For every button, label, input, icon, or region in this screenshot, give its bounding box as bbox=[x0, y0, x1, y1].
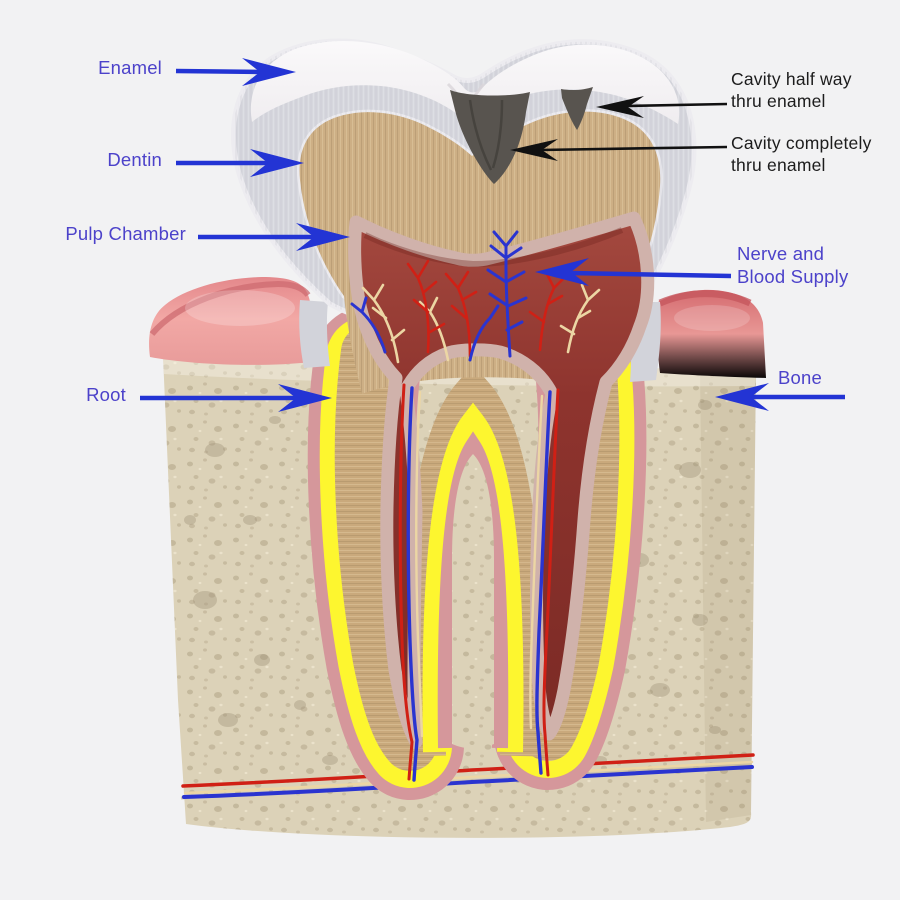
artery-branches bbox=[406, 259, 568, 358]
gum-right bbox=[656, 289, 766, 378]
arrow-pulp-chamber bbox=[198, 223, 350, 251]
callout-labels: Enamel Dentin Pulp Chamber Root Bone Ner… bbox=[65, 57, 871, 405]
cavity-small bbox=[561, 87, 593, 130]
label-enamel: Enamel bbox=[98, 57, 162, 78]
inter-root-arch bbox=[401, 364, 545, 757]
arrow-cavity-half bbox=[596, 96, 728, 118]
bone-side-shade bbox=[700, 368, 756, 822]
label-cavity-full-line2: thru enamel bbox=[731, 155, 826, 175]
gum-right-crest bbox=[658, 290, 752, 307]
label-pulp-chamber: Pulp Chamber bbox=[65, 223, 186, 244]
nerve-branches bbox=[361, 283, 601, 364]
arrow-dentin bbox=[176, 149, 304, 177]
label-root: Root bbox=[86, 384, 126, 405]
vein-branches bbox=[350, 230, 528, 362]
bottom-blood-vessels bbox=[181, 753, 755, 799]
label-cavity-half-line2: thru enamel bbox=[731, 91, 826, 111]
arrow-enamel bbox=[175, 58, 296, 86]
label-dentin: Dentin bbox=[107, 149, 162, 170]
blood-vessels bbox=[350, 230, 601, 782]
cavity-large bbox=[450, 90, 530, 184]
label-nerve-blood-line1: Nerve and bbox=[737, 243, 824, 264]
enamel-occlusal-surface bbox=[250, 40, 680, 124]
label-cavity-half-line1: Cavity half way bbox=[731, 69, 852, 89]
arrow-nerve-blood bbox=[535, 258, 732, 286]
label-cavity-full-line1: Cavity completely bbox=[731, 133, 872, 153]
arrow-bone bbox=[715, 383, 845, 411]
arrow-cavity-full bbox=[510, 139, 728, 161]
arrow-root bbox=[140, 384, 332, 412]
gum-left bbox=[149, 277, 311, 365]
callout-arrows bbox=[140, 58, 845, 412]
label-nerve-blood-line2: Blood Supply bbox=[737, 266, 849, 287]
label-bone: Bone bbox=[778, 367, 822, 388]
cavities bbox=[450, 87, 593, 184]
gum-left-crest bbox=[149, 280, 311, 336]
